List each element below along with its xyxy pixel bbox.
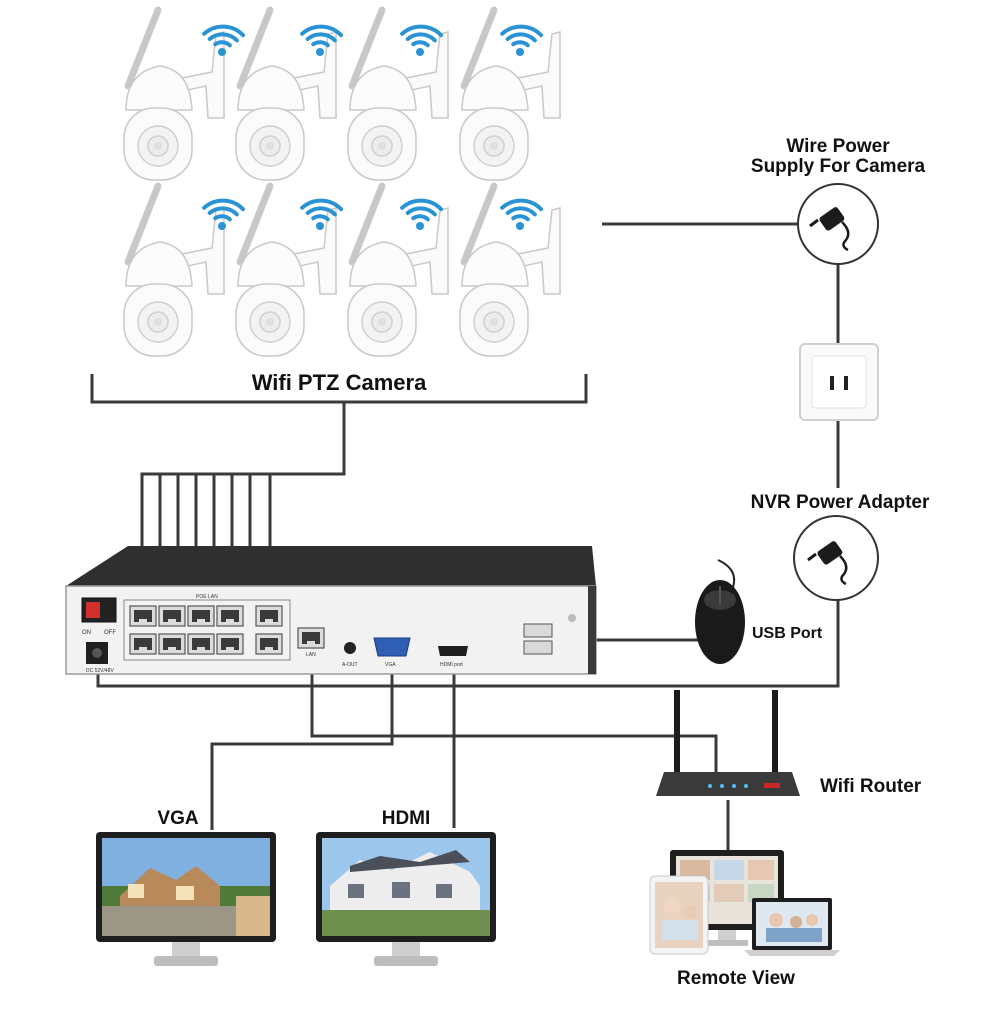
camera-3	[348, 10, 448, 180]
nvr-device: ON OFF DC 52V/48V POE LAN LAN A-OUT VGA	[65, 546, 597, 675]
wifi-router-label: Wifi Router	[820, 776, 922, 797]
lan-port-label: LAN	[306, 652, 316, 658]
hdmi-port[interactable]	[438, 646, 468, 656]
poe-lan-label: POE LAN	[196, 594, 218, 600]
vga-label: VGA	[157, 808, 198, 829]
switch-off-label: OFF	[104, 630, 116, 636]
wire-power-label-line2: Supply For Camera	[751, 156, 926, 177]
audio-out-label: A-OUT	[342, 662, 358, 668]
vga-monitor	[96, 832, 276, 966]
camera-6	[236, 186, 336, 356]
camera-1	[124, 10, 224, 180]
remote-devices-icon	[649, 850, 840, 956]
wifi-router-icon	[656, 690, 800, 796]
usb-port-label: USB Port	[752, 625, 823, 642]
audio-out-jack[interactable]	[344, 642, 356, 654]
dc-label: DC 52V/48V	[86, 668, 114, 674]
poe-port[interactable]	[158, 605, 186, 627]
nvr-power-adapter-label: NVR Power Adapter	[751, 492, 930, 513]
poe-port[interactable]	[187, 605, 215, 627]
wire-power-label-line1: Wire Power	[786, 136, 890, 157]
remote-view-label: Remote View	[677, 968, 795, 989]
usb-port[interactable]	[523, 623, 553, 638]
wifi-signal-icon	[400, 17, 444, 59]
lan-port[interactable]	[297, 627, 325, 649]
poe-port[interactable]	[216, 605, 244, 627]
camera-grid	[124, 10, 560, 356]
vga-port[interactable]	[373, 637, 411, 657]
wifi-signal-icon	[500, 17, 544, 59]
wifi-signal-icon	[400, 191, 444, 232]
camera-power-adapter-icon	[797, 183, 879, 265]
wifi-signal-icon	[500, 191, 544, 232]
poe-port[interactable]	[158, 633, 186, 655]
poe-port[interactable]	[187, 633, 215, 655]
hdmi-label: HDMI	[382, 808, 431, 829]
poe-port[interactable]	[129, 605, 157, 627]
switch-on-label: ON	[82, 630, 91, 636]
nvr-power-adapter-icon	[793, 515, 879, 601]
camera-group-bracket	[90, 374, 588, 404]
hdmi-port-label: HDMI port	[440, 662, 463, 668]
poe-port[interactable]	[216, 633, 244, 655]
poe-port[interactable]	[255, 605, 283, 627]
vga-port-label: VGA	[385, 662, 396, 668]
usb-port[interactable]	[523, 640, 553, 655]
hdmi-monitor	[316, 832, 496, 966]
camera-group-label: Wifi PTZ Camera	[252, 370, 427, 395]
poe-port[interactable]	[255, 633, 283, 655]
mouse-icon	[695, 559, 745, 664]
wall-outlet-icon	[799, 343, 879, 421]
poe-port[interactable]	[129, 633, 157, 655]
cables	[96, 222, 840, 854]
